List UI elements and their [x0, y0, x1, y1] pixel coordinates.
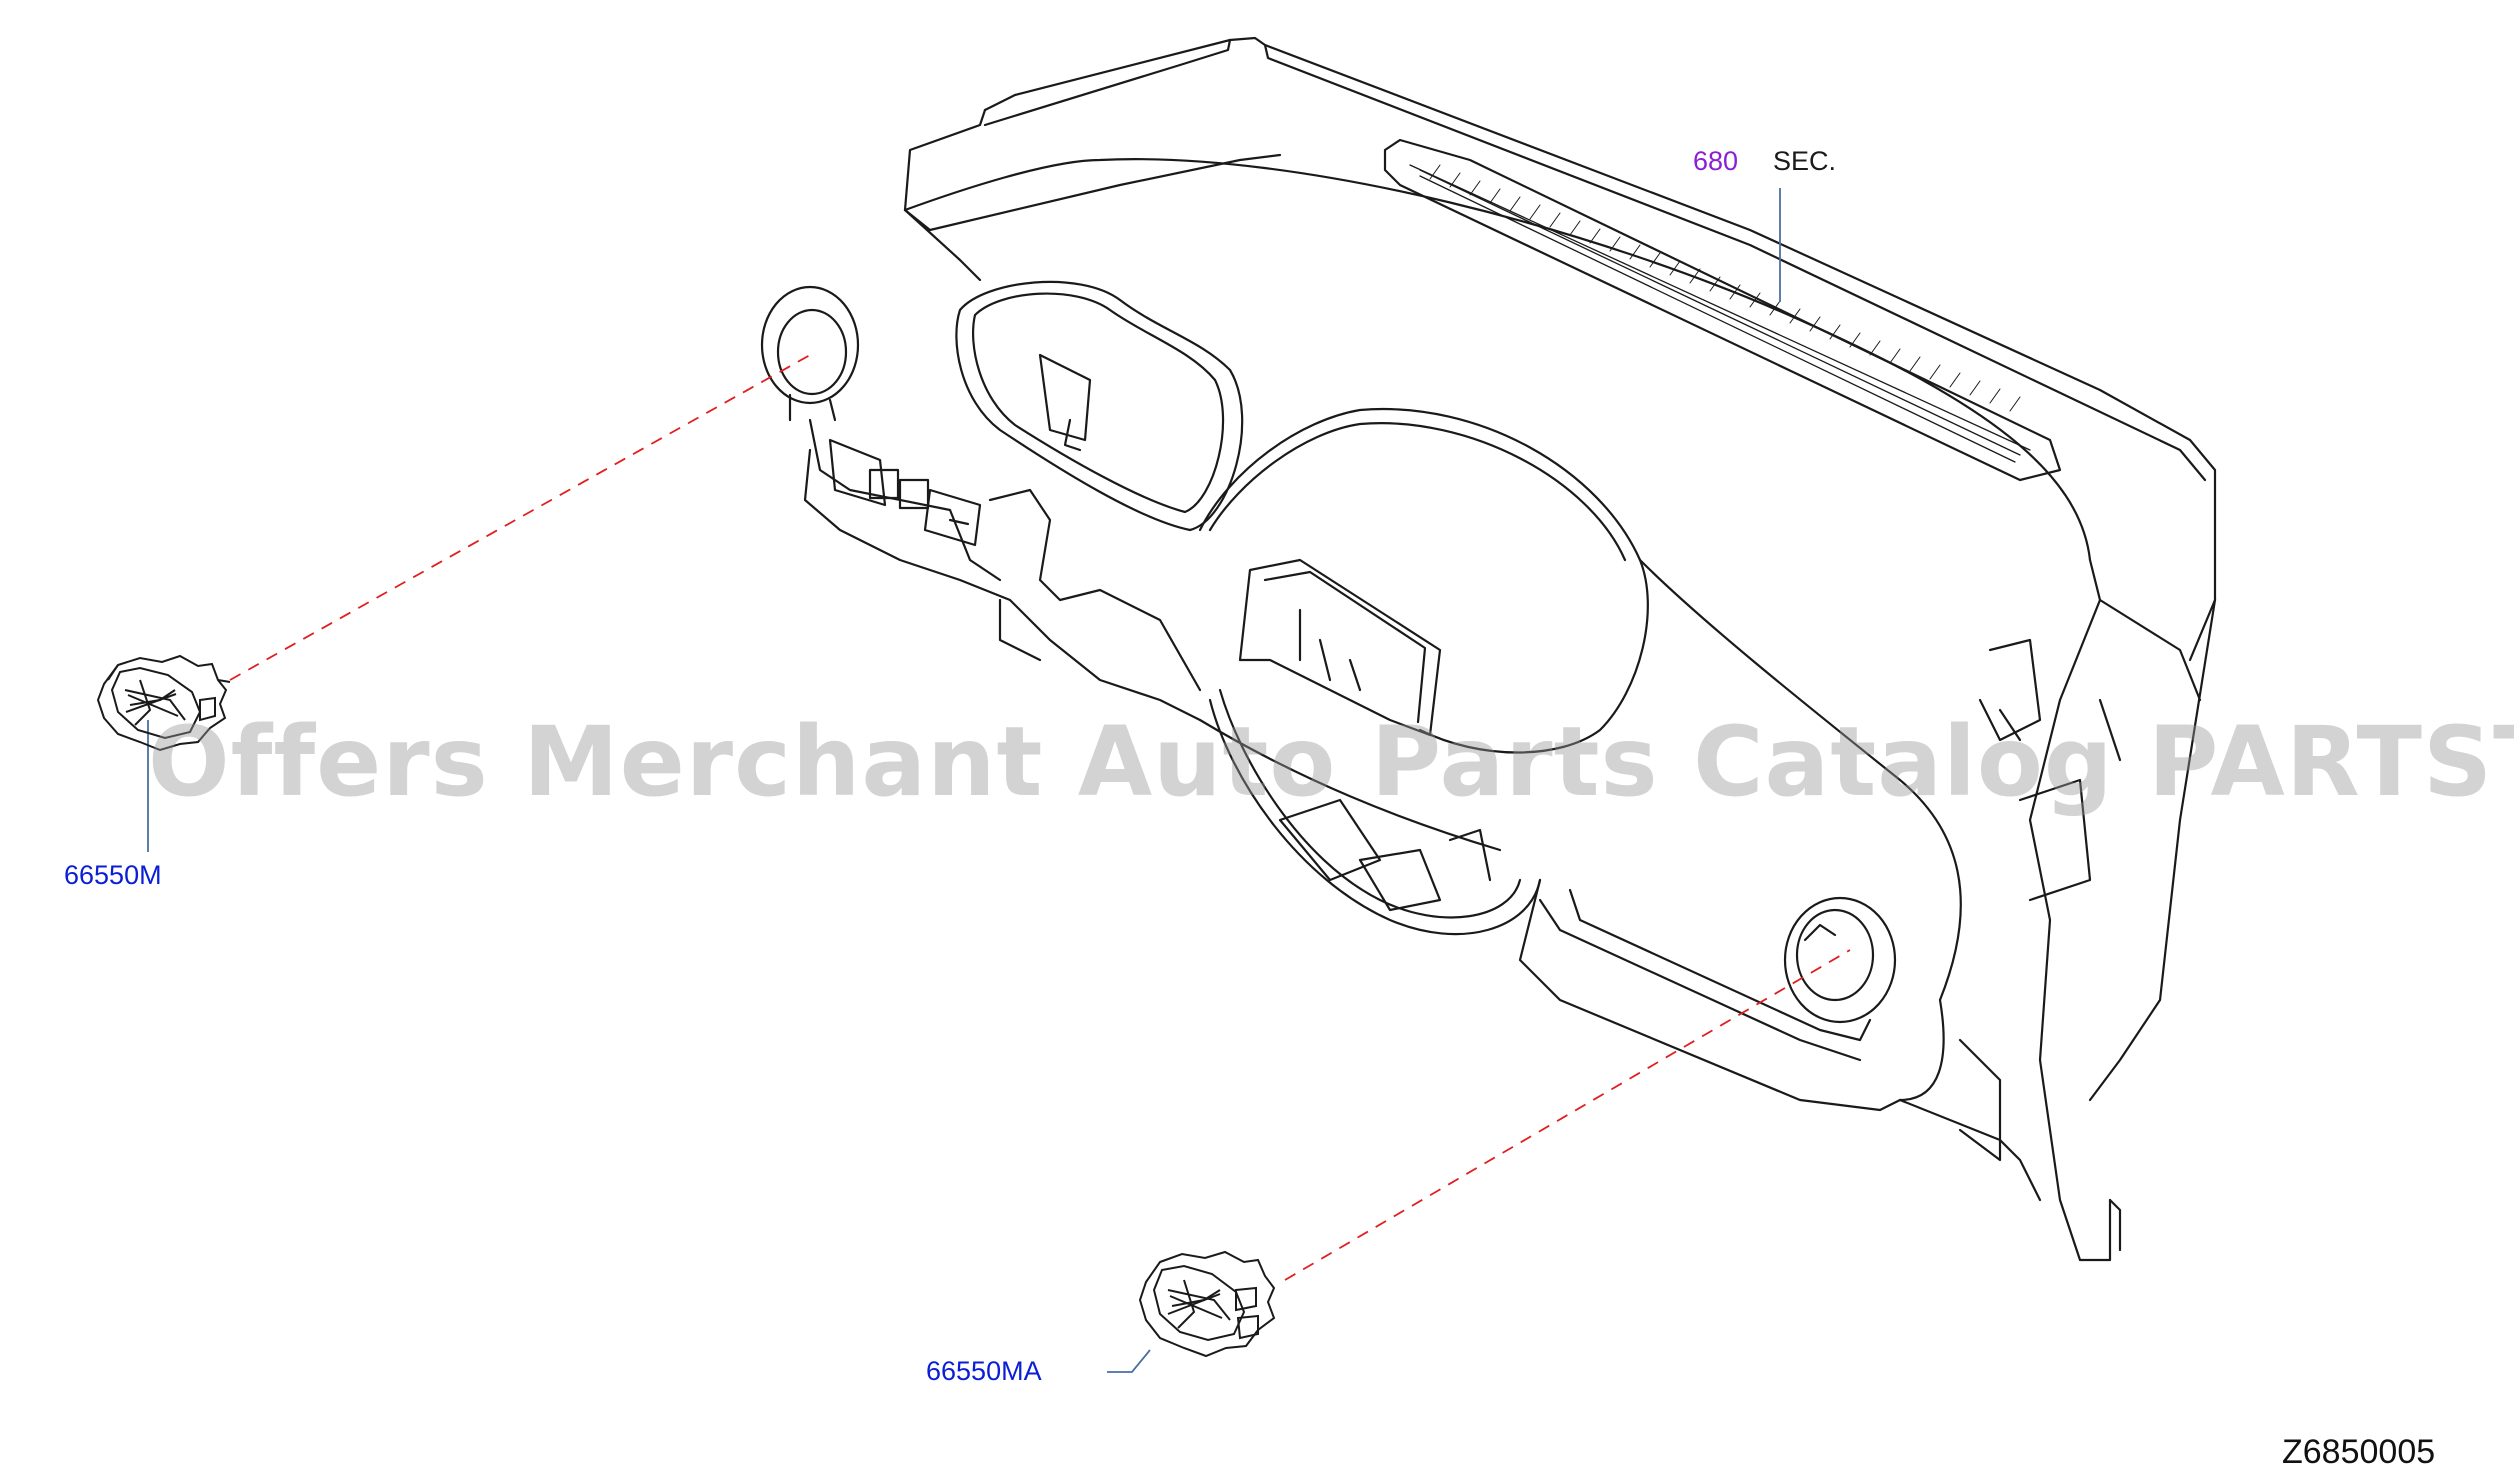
part-number-66550ma[interactable]: 66550MA — [926, 1356, 1042, 1386]
section-number-label[interactable]: 680 — [1693, 146, 1739, 176]
dashed-line-left-vent — [229, 354, 811, 681]
leader-66550ma — [1107, 1349, 1151, 1373]
dashed-line-right-vent — [1284, 949, 1851, 1281]
section-text-label: SEC. — [1773, 146, 1837, 176]
vent-66550ma-icon — [1138, 1250, 1276, 1358]
vent-66550m-icon — [96, 654, 231, 752]
assembly-dashed-lines — [229, 354, 1851, 1281]
diagram-id-label: Z6850005 — [2282, 1433, 2436, 1471]
leader-lines — [147, 188, 1781, 1373]
part-number-66550m[interactable]: 66550M — [64, 860, 162, 890]
watermark-text: Offers Merchant Auto Parts Catalog PARTS… — [148, 706, 2514, 818]
instrument-panel-icon — [760, 36, 2217, 1262]
